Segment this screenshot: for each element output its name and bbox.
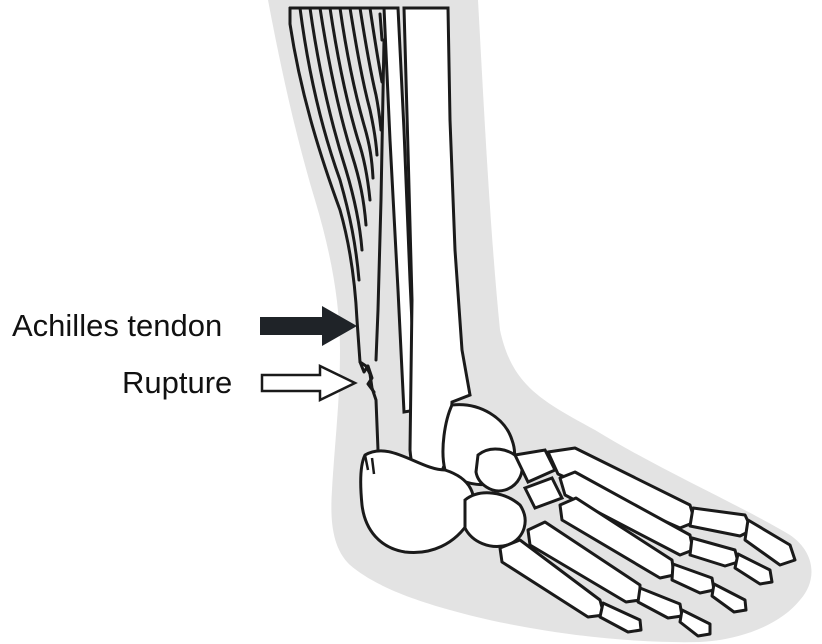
tendon-label: Achilles tendon xyxy=(12,308,222,343)
cuboid xyxy=(465,493,525,547)
rupture-label: Rupture xyxy=(122,365,232,400)
